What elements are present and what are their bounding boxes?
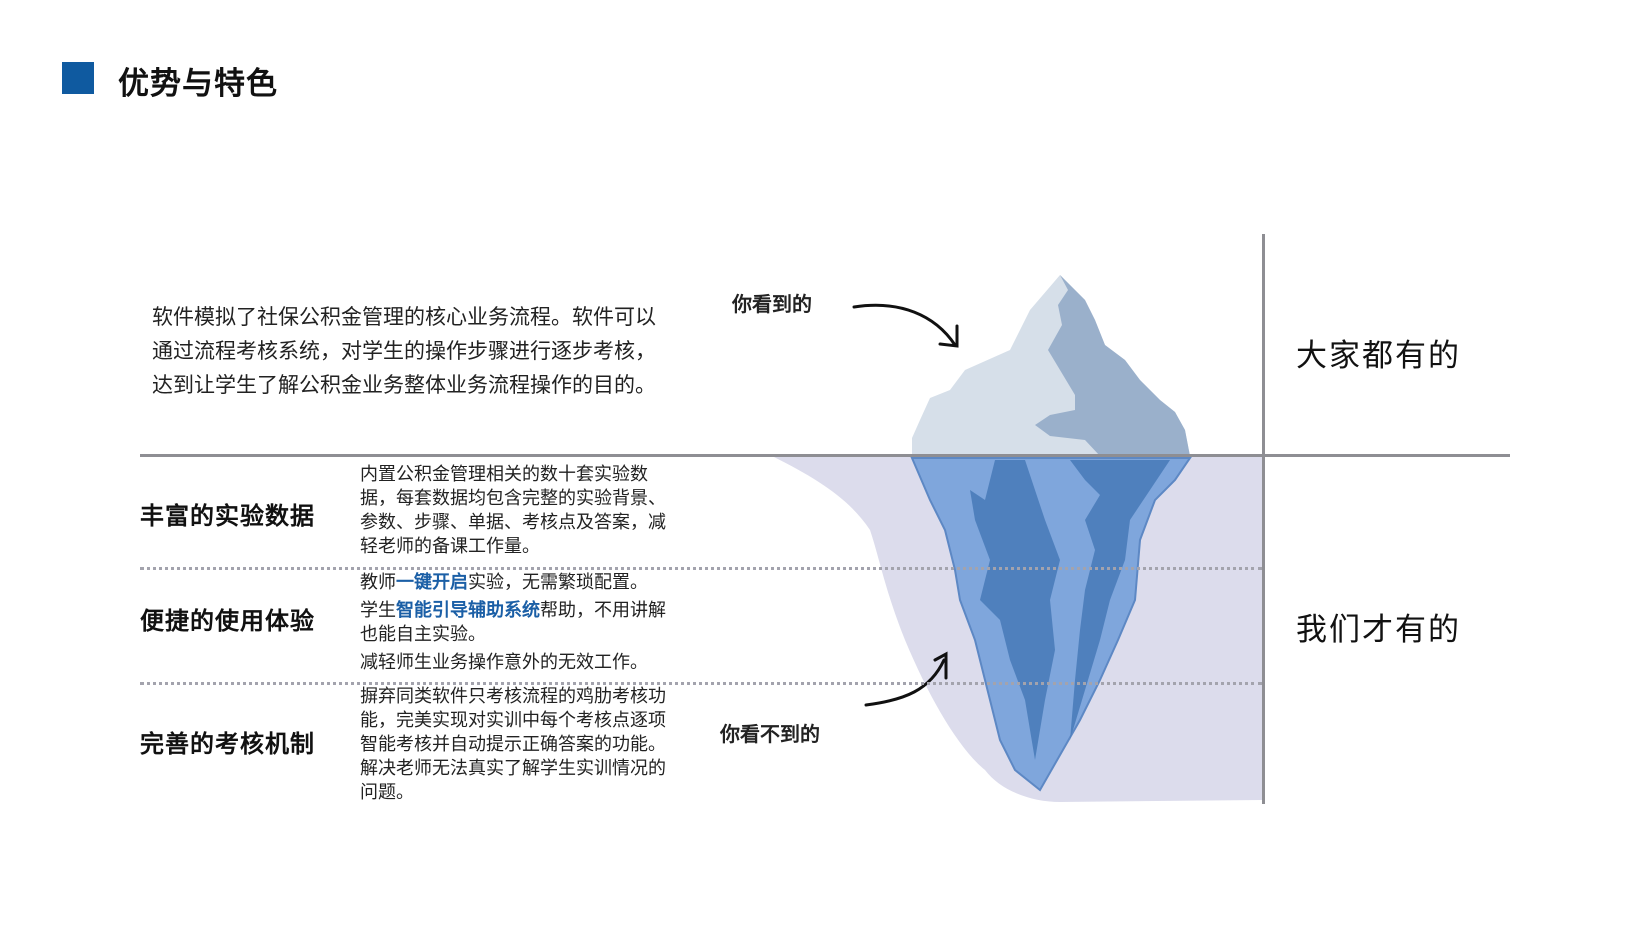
dotted-divider-2	[140, 682, 1262, 685]
side-label-unique: 我们才有的	[1296, 612, 1461, 648]
vertical-divider	[1262, 234, 1265, 804]
arrow-hidden	[864, 658, 946, 707]
intro-paragraph: 软件模拟了社保公积金管理的核心业务流程。软件可以通过流程考核系统，对学生的操作步…	[152, 305, 656, 397]
label-visible: 你看到的	[732, 292, 812, 316]
label-hidden: 你看不到的	[720, 722, 820, 746]
arrow-visible	[852, 303, 957, 347]
feature-desc-line: 减轻师生业务操作意外的无效工作。	[360, 652, 648, 673]
feature-desc-rich-data: 内置公积金管理相关的数十套实验数据，每套数据均包含完整的实验背景、参数、步骤、单…	[360, 464, 666, 557]
feature-title-assessment: 完善的考核机制	[140, 730, 315, 758]
feature-desc-ease-of-use: 教师一键开启实验，无需繁琐配置。 学生智能引导辅助系统帮助，不用讲解也能自主实验…	[360, 571, 680, 675]
dotted-divider-1	[140, 567, 1262, 570]
iceberg-body-dark-2	[1070, 460, 1170, 740]
arrow-hidden-head	[933, 651, 948, 680]
feature-title-ease-of-use: 便捷的使用体验	[140, 607, 315, 635]
side-label-common: 大家都有的	[1296, 338, 1461, 374]
feature-desc-line: 教师一键开启实验，无需繁琐配置。	[360, 572, 648, 593]
highlight-text: 智能引导辅助系统	[396, 600, 540, 621]
highlight-text: 一键开启	[396, 572, 468, 593]
waterline-divider	[140, 454, 1510, 457]
page-title: 优势与特色	[118, 66, 278, 102]
feature-title-rich-data: 丰富的实验数据	[140, 502, 315, 530]
feature-desc-line: 学生智能引导辅助系统帮助，不用讲解也能自主实验。	[360, 600, 666, 645]
arrow-visible-head	[938, 324, 959, 348]
feature-desc-assessment: 摒弃同类软件只考核流程的鸡肋考核功能，完美实现对实训中每个考核点逐项智能考核并自…	[360, 686, 666, 803]
title-accent-square	[62, 62, 94, 94]
iceberg-tip-shadow	[1035, 275, 1190, 456]
iceberg-body-dark	[970, 460, 1060, 760]
